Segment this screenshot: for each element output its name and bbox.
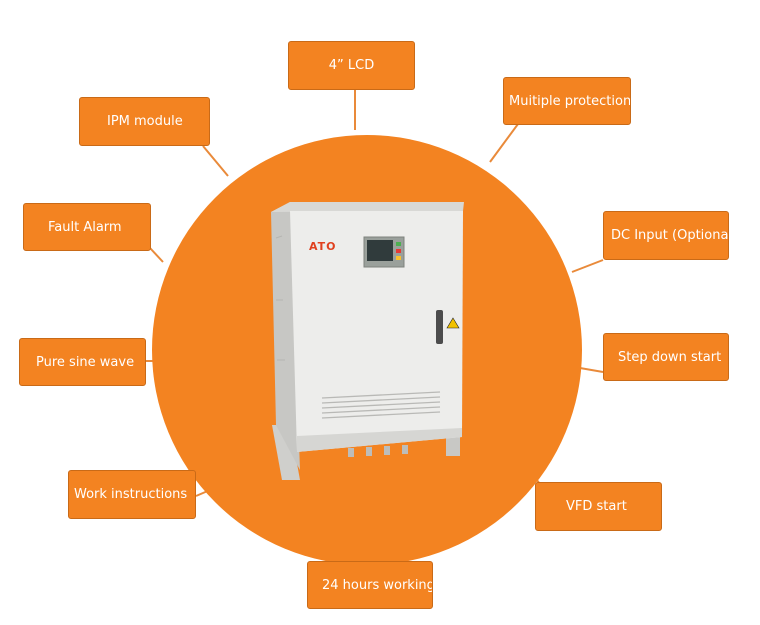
- label-24-hours-working: 24 hours working: [307, 561, 433, 609]
- warning-icon: [446, 317, 460, 329]
- front-vents: [321, 391, 441, 419]
- door-handle: [436, 310, 443, 344]
- label-ipm-module: IPM module: [79, 97, 210, 146]
- cabinet-base: [297, 428, 462, 452]
- cabinet-front: [290, 211, 463, 452]
- cabinet-foot-left: [272, 425, 300, 480]
- label-multiple-protection: Muitiple protection: [503, 77, 631, 125]
- label-pure-sine-wave: Pure sine wave: [19, 338, 146, 386]
- label-fault-alarm: Fault Alarm: [23, 203, 151, 251]
- label-step-down-start: Step down start: [603, 333, 729, 381]
- inverter-cabinet: [271, 202, 464, 480]
- lcd-indicator-3: [396, 256, 401, 260]
- connector-fault-alarm: [149, 247, 164, 263]
- connector-ipm-module: [202, 145, 229, 177]
- lcd-screen: [367, 240, 393, 261]
- brand-logo: ATO: [309, 240, 337, 253]
- connector-dc-input: [571, 259, 604, 273]
- label-vfd-start: VFD start: [535, 482, 662, 531]
- label-lcd: 4” LCD: [288, 41, 415, 90]
- lcd-indicator-2: [396, 249, 401, 253]
- connector-multiple-protection: [489, 123, 519, 163]
- label-work-instructions: Work instructions: [68, 470, 196, 519]
- lcd-indicator-1: [396, 242, 401, 246]
- cabinet-top: [271, 202, 464, 212]
- cabinet-side: [271, 202, 300, 470]
- connector-step-down-start: [579, 367, 604, 373]
- label-dc-input: DC Input (Optional): [603, 211, 729, 260]
